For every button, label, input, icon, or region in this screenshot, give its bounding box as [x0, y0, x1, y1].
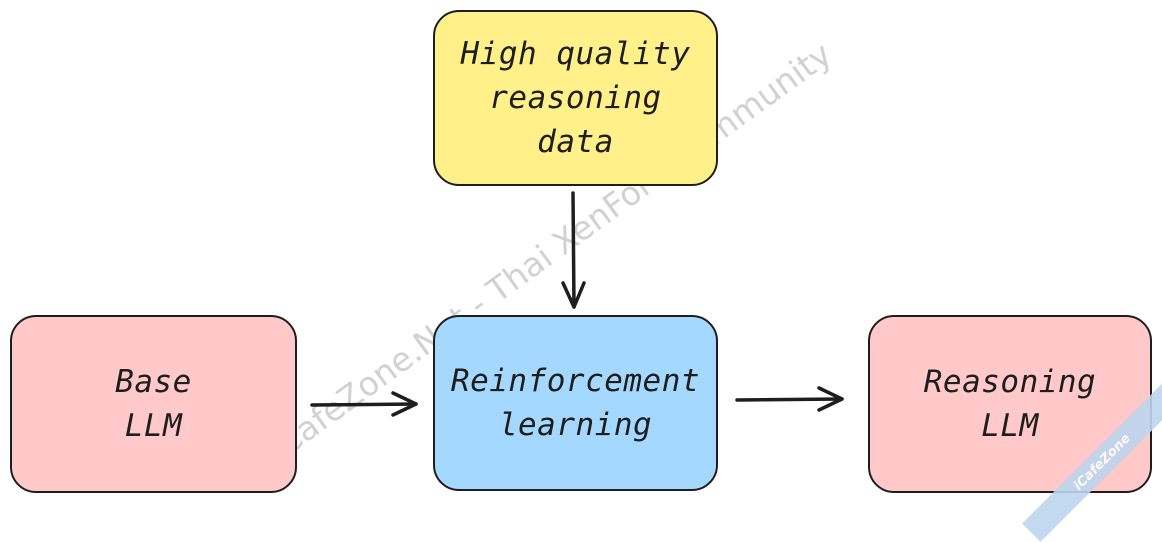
node-label-line: reasoning	[489, 80, 662, 116]
node-label-line: data	[537, 124, 614, 160]
node-label-line: High quality	[460, 36, 691, 72]
node-label-line: Reasoning	[923, 364, 1097, 400]
diagram-canvas: iCafeZone.Net - Thai XenForo Community H…	[10, 10, 1162, 542]
node-label-line: Reinforcement	[450, 363, 701, 399]
node-label-line: Base	[115, 364, 192, 400]
node-reinforcement-learning: Reinforcement learning	[433, 315, 718, 491]
node-base-llm: Base LLM	[10, 315, 297, 493]
node-high-quality-data: High quality reasoning data	[433, 10, 718, 186]
edge-rl-to-out	[735, 386, 844, 412]
node-label-line: LLM	[124, 408, 183, 444]
node-label-line: learning	[498, 407, 653, 443]
node-label-line: LLM	[981, 408, 1039, 444]
